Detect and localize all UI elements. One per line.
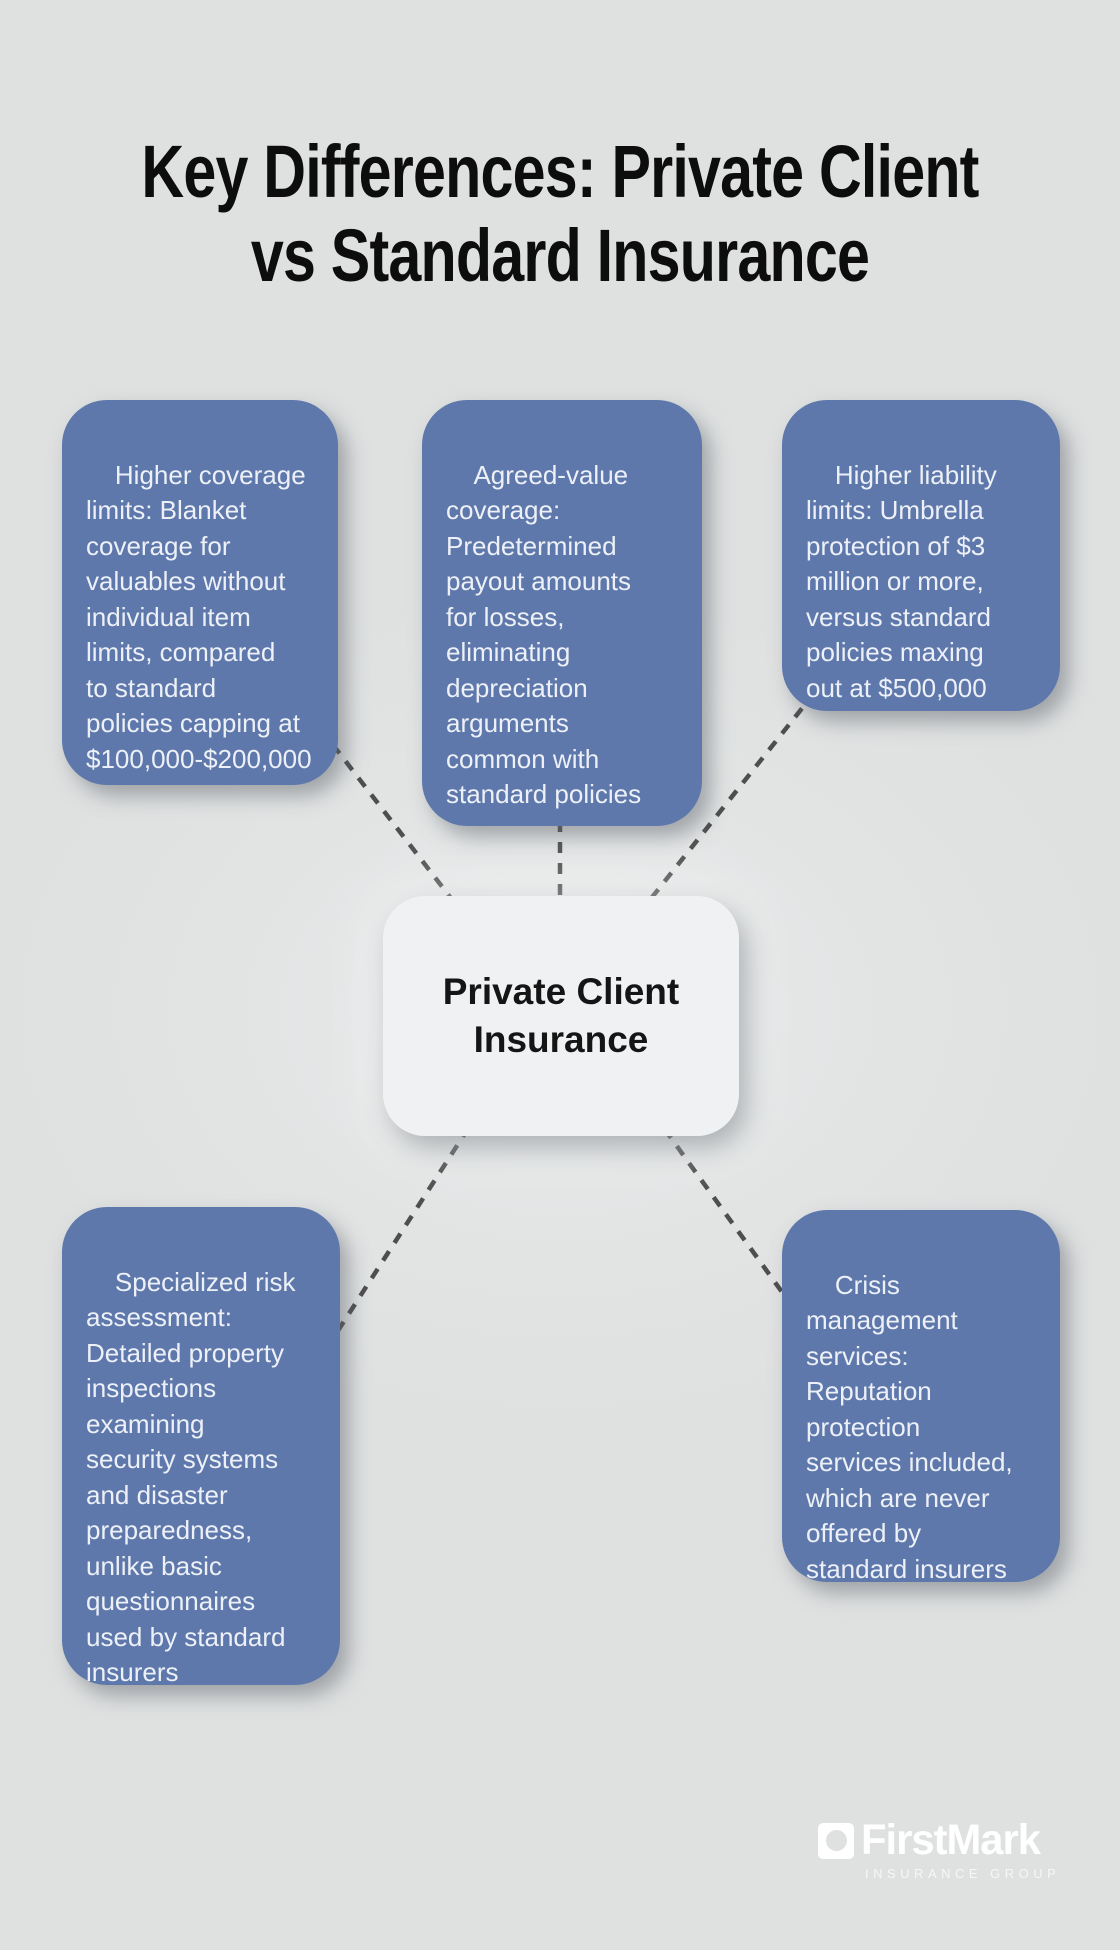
info-card-agreed-value-coverage: Agreed-value coverage: Predetermined pay… <box>422 400 702 826</box>
connector-line-bottom-left <box>328 1108 482 1345</box>
brand-logo: FirstMark INSURANCE GROUP <box>818 1819 1060 1881</box>
page-title: Key Differences: Private Client vs Stand… <box>141 129 979 297</box>
info-card-specialized-risk-assessment: Specialized risk assessment: Detailed pr… <box>62 1207 340 1688</box>
info-card-higher-liability-limits: Higher liability limits: Umbrella protec… <box>782 400 1060 711</box>
info-card-text: Higher coverage limits: Blanket coverage… <box>86 459 312 774</box>
info-card-text: Higher liability limits: Umbrella protec… <box>806 459 997 703</box>
info-card-text: Specialized risk assessment: Detailed pr… <box>86 1266 296 1688</box>
info-card-text: Agreed-value coverage: Predetermined pay… <box>446 459 642 810</box>
center-node-label: Private Client Insurance <box>442 971 680 1060</box>
connector-line-top-right <box>628 690 817 927</box>
firstmark-circle-cutout <box>825 1830 847 1851</box>
info-card-higher-coverage-limits: Higher coverage limits: Blanket coverage… <box>62 400 338 785</box>
center-node: Private Client Insurance <box>383 896 739 1136</box>
brand-tagline: INSURANCE GROUP <box>865 1866 1061 1881</box>
brand-logo-row: FirstMark <box>818 1819 1060 1862</box>
info-card-crisis-management-services: Crisis management services: Reputation p… <box>782 1210 1060 1584</box>
info-card-text: Crisis management services: Reputation p… <box>806 1269 1013 1584</box>
firstmark-square-icon <box>818 1822 854 1859</box>
brand-name: FirstMark <box>861 1816 1041 1864</box>
